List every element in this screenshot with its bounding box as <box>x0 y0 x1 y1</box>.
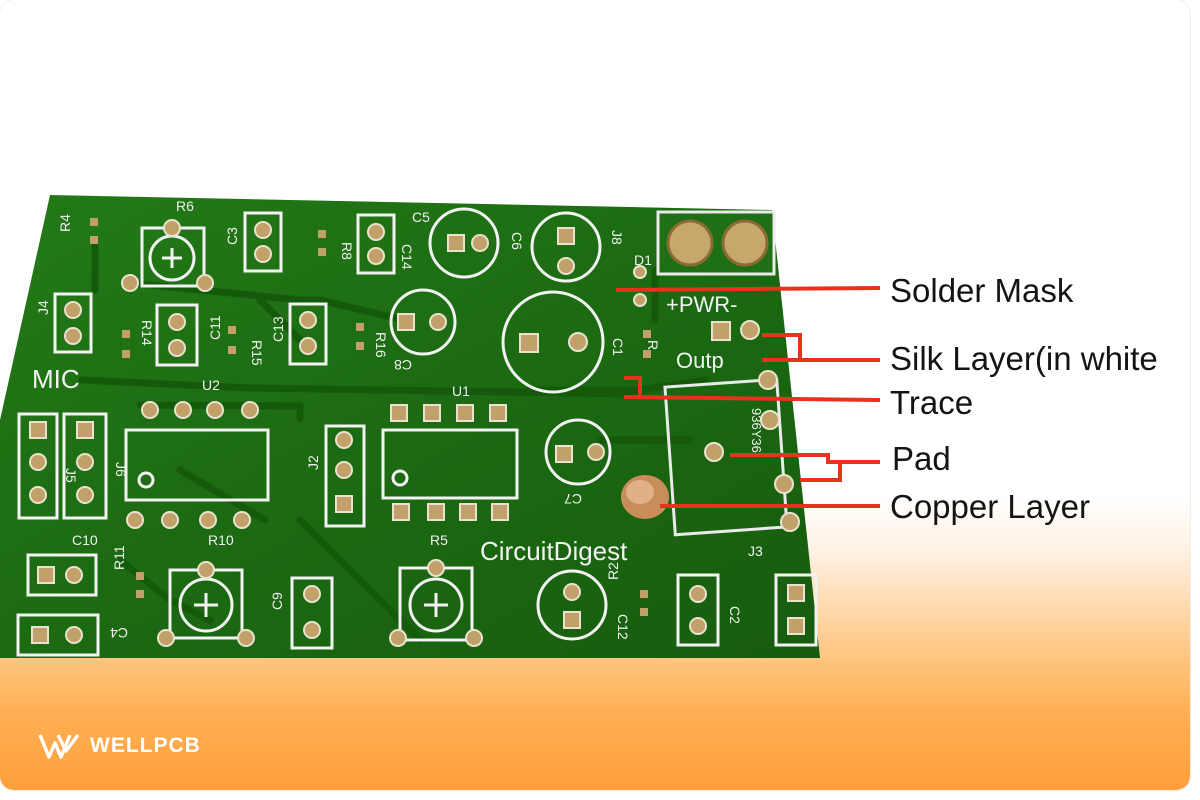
label-c14: C14 <box>399 244 415 270</box>
label-r15: R15 <box>249 340 265 366</box>
label-u2: U2 <box>202 377 220 393</box>
trace-leader <box>623 376 881 402</box>
label-c1: C1 <box>610 338 626 356</box>
label-d1: D1 <box>634 252 652 268</box>
label-j4: J4 <box>35 300 51 315</box>
label-c11: C11 <box>207 315 223 340</box>
image-frame: R6 R4 C3 R8 C14 C5 C6 J8 D1 J4 R14 C11 R… <box>0 0 1190 790</box>
smd-parts <box>90 218 651 616</box>
label-r14: R14 <box>139 320 155 346</box>
pcb-brand-text: CircuitDigest <box>480 536 628 566</box>
silk-layer-leader <box>762 333 880 362</box>
label-c2: C2 <box>727 606 743 624</box>
wellpcb-logo-icon <box>38 733 80 759</box>
label-c8: C8 <box>394 357 412 373</box>
label-c4: C4 <box>110 625 128 641</box>
label-r8: R8 <box>339 242 355 260</box>
label-part-number: 936Y36 <box>749 408 764 453</box>
label-r5: R5 <box>430 532 448 548</box>
label-j6: J6 <box>113 462 129 477</box>
pcb-board <box>0 195 820 658</box>
label-r11: R11 <box>111 545 127 570</box>
label-j5: J5 <box>63 468 79 483</box>
label-u1: U1 <box>452 383 470 399</box>
callout-pad: Pad <box>892 440 951 477</box>
callout-solder-mask: Solder Mask <box>890 272 1074 309</box>
label-c10: C10 <box>72 532 98 548</box>
label-c7: C7 <box>564 491 582 507</box>
label-r10: R10 <box>208 532 234 548</box>
power-terminal <box>656 210 776 276</box>
label-c6: C6 <box>509 232 525 250</box>
label-r4: R4 <box>57 214 73 232</box>
label-r16: R16 <box>373 332 389 358</box>
label-j2: J2 <box>305 455 321 470</box>
label-pwr: +PWR- <box>666 292 738 317</box>
label-j8: J8 <box>609 230 625 245</box>
label-c13: C13 <box>270 316 286 342</box>
callout-lines <box>615 286 881 508</box>
label-r1: R <box>645 340 661 350</box>
pcb-diagram: R6 R4 C3 R8 C14 C5 C6 J8 D1 J4 R14 C11 R… <box>0 195 881 658</box>
label-c12: C12 <box>615 614 631 640</box>
wellpcb-watermark: WELLPCB <box>38 728 201 764</box>
label-r6: R6 <box>176 198 194 214</box>
callout-trace: Trace <box>890 384 974 421</box>
label-c9: C9 <box>269 592 285 610</box>
silkscreen-big-labels: MIC +PWR- Outp CircuitDigest <box>32 292 738 566</box>
label-mic: MIC <box>32 364 80 394</box>
copper-pads <box>29 219 805 647</box>
traces <box>78 241 709 644</box>
label-j3: J3 <box>748 543 763 559</box>
exposed-copper-patch <box>621 475 669 519</box>
label-c3: C3 <box>224 227 240 245</box>
label-output: Outp <box>676 348 724 373</box>
silkscreen-labels: R6 R4 C3 R8 C14 C5 C6 J8 D1 J4 R14 C11 R… <box>35 198 764 641</box>
label-c5: C5 <box>412 209 430 225</box>
callout-copper-layer: Copper Layer <box>890 488 1090 525</box>
label-r2: R2 <box>605 562 621 580</box>
solder-mask-leader <box>615 286 881 292</box>
watermark-text: WELLPCB <box>90 734 201 757</box>
callout-silk-layer: Silk Layer(in white <box>890 340 1158 377</box>
pad-leader <box>730 453 880 482</box>
